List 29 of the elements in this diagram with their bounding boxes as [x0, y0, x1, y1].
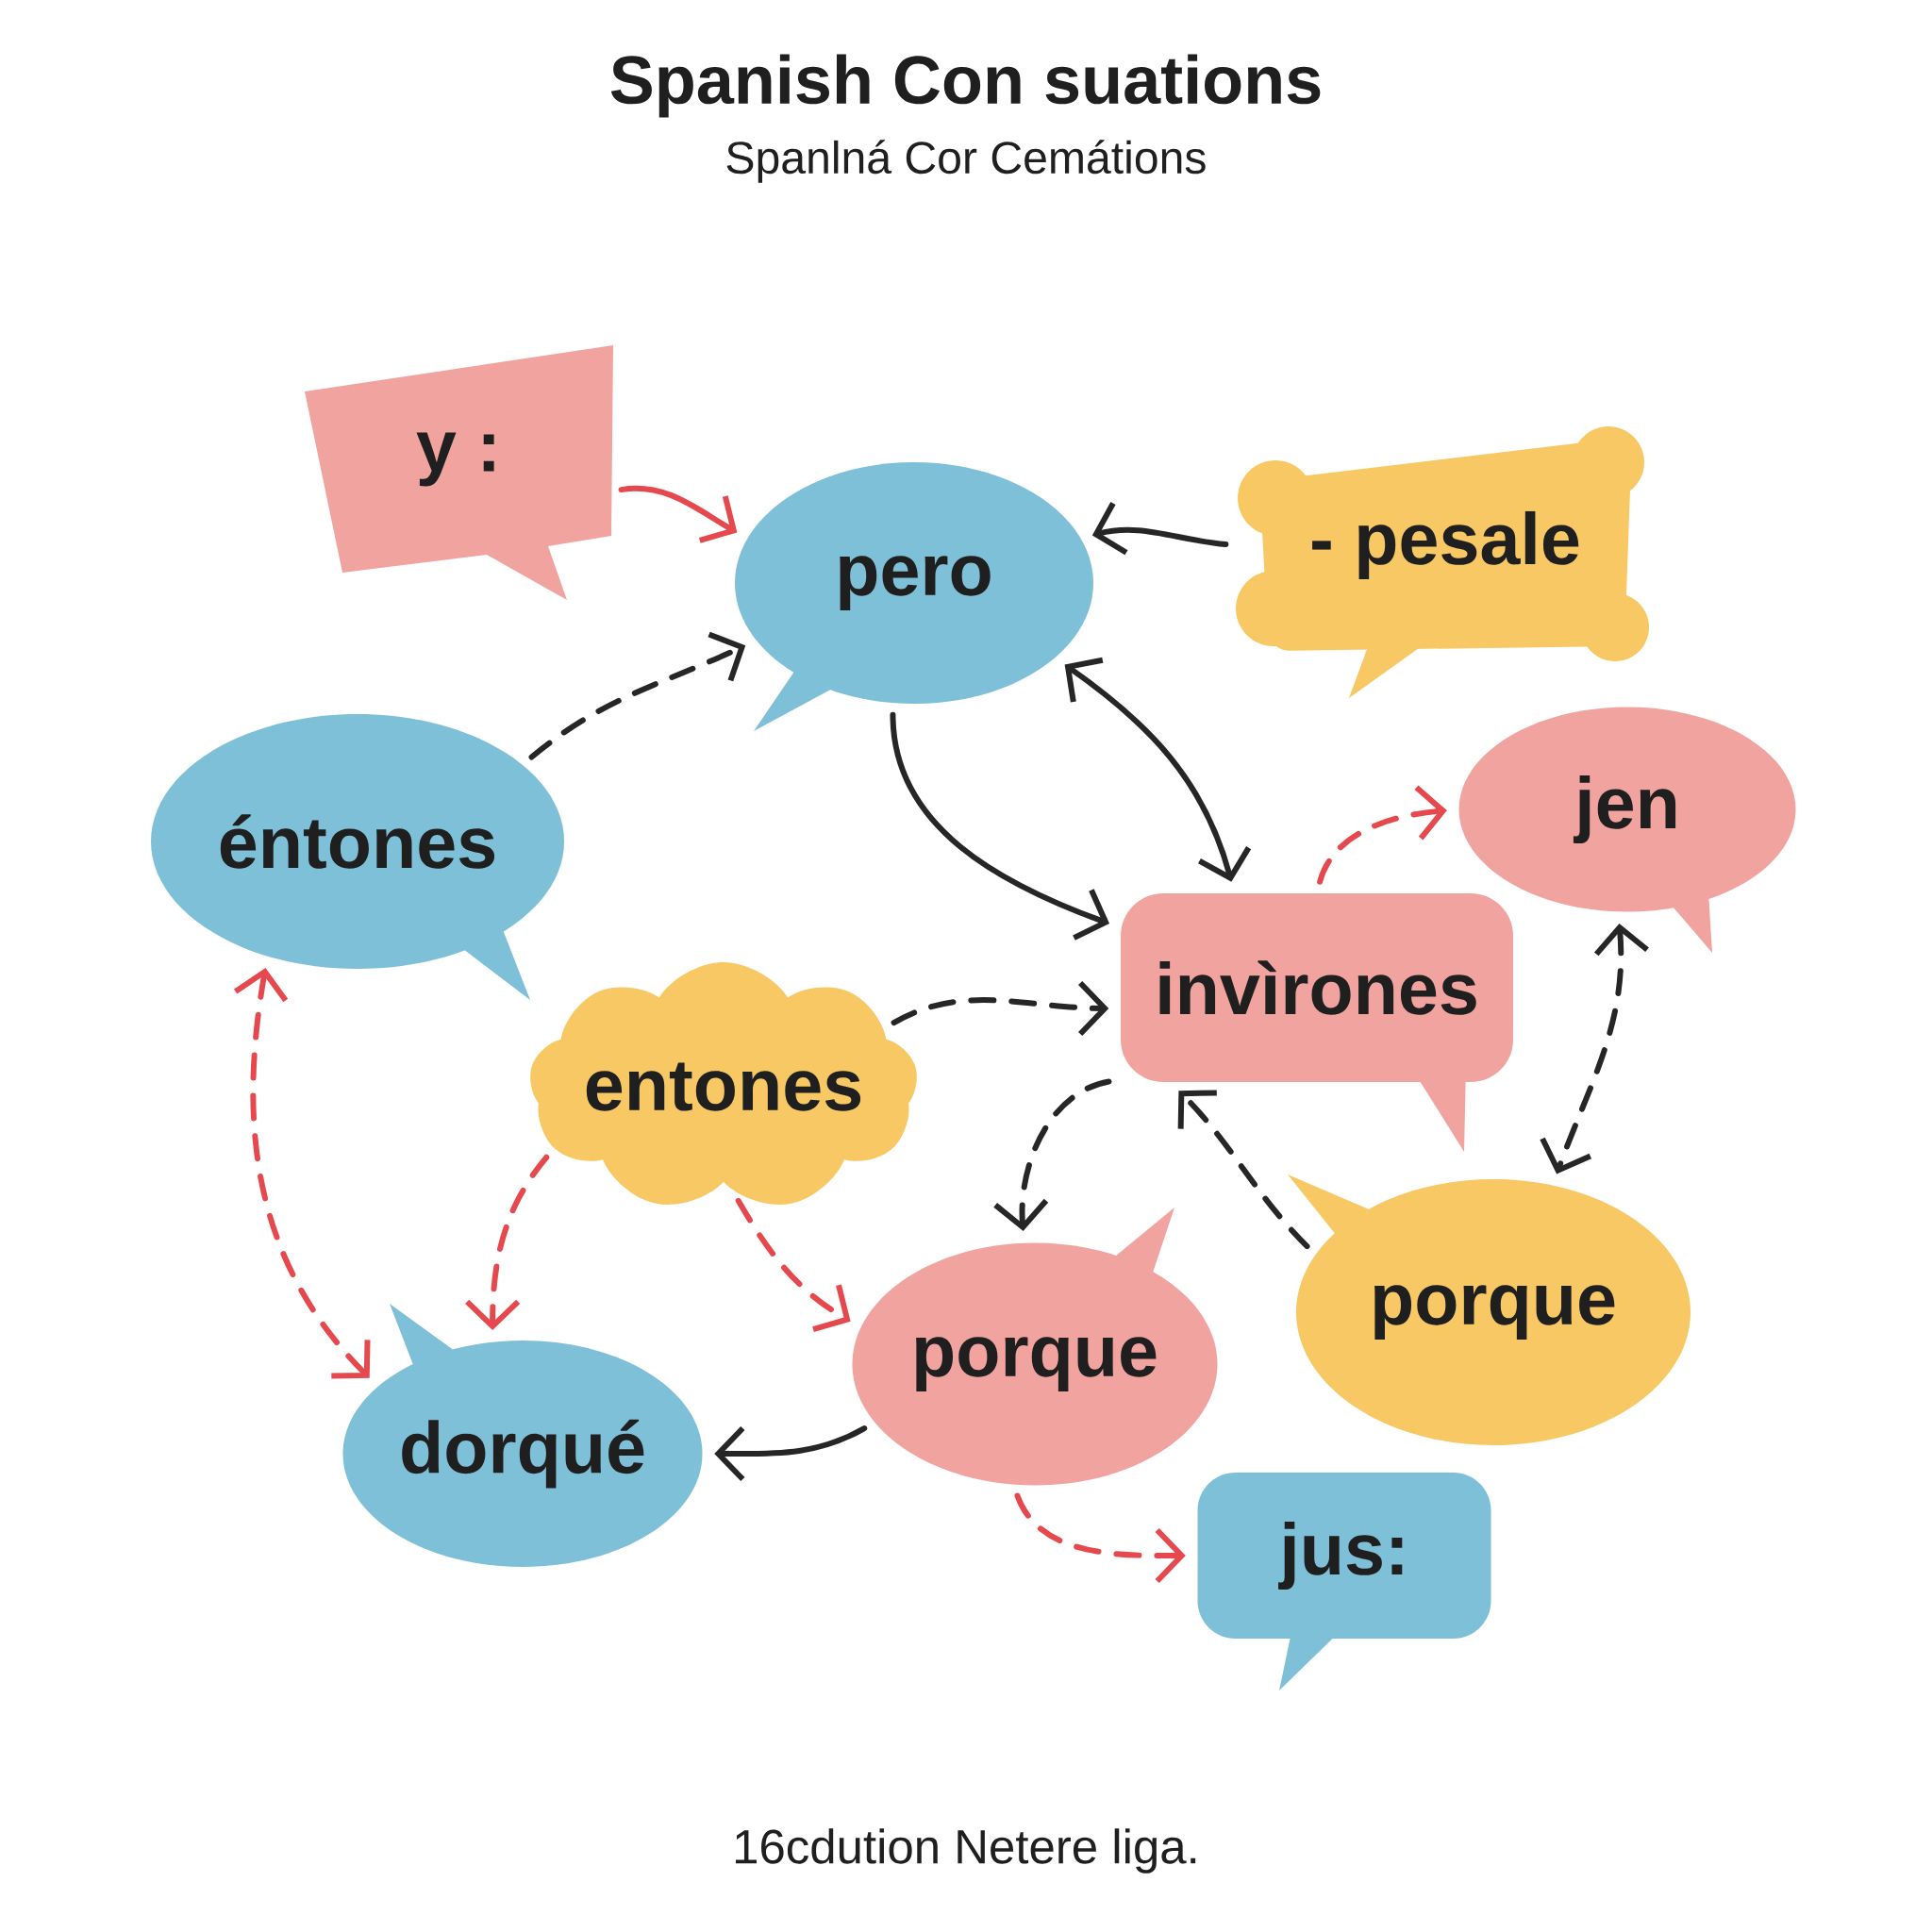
speech-bubble: - pesale: [1236, 426, 1649, 698]
subtitle: Spanlná Cor Cemátions: [726, 140, 1206, 183]
speech-bubble: dorqué: [342, 1304, 703, 1567]
dashed-arrow: [735, 1197, 851, 1332]
dashed-arrow: [1317, 785, 1447, 885]
dashed-double-headed-arrow: [1540, 924, 1649, 1174]
speech-bubble: éntones: [151, 714, 564, 1000]
speech-bubble: invìrones: [1121, 893, 1513, 1153]
speech-bubble: porque: [852, 1208, 1218, 1486]
dashed-arrow: [528, 631, 746, 760]
dashed-double-headed-arrow: [233, 968, 371, 1379]
dashed-arrow: [1014, 1492, 1186, 1584]
speech-bubble: jen: [1458, 707, 1796, 954]
speech-bubble: jus:: [1197, 1473, 1491, 1691]
title: Spanish Con suations: [610, 54, 1321, 118]
arrow: [714, 1425, 868, 1482]
dashed-arrow: [1177, 1090, 1310, 1250]
dashed-arrow: [993, 1078, 1112, 1232]
speech-bubble: porque: [1288, 1174, 1690, 1445]
cloud-bubble: entones: [530, 962, 917, 1205]
arrow: [618, 485, 738, 543]
speech-bubble: y :: [305, 345, 613, 600]
double-headed-arrow: [1064, 657, 1252, 882]
speech-bubble: pero: [735, 462, 1093, 731]
dashed-arrow: [465, 1154, 550, 1331]
dashed-arrow: [891, 980, 1109, 1037]
arrow: [890, 711, 1110, 941]
arrow: [1091, 502, 1229, 556]
caption: 16cdution Netere liga.: [735, 1828, 1196, 1874]
